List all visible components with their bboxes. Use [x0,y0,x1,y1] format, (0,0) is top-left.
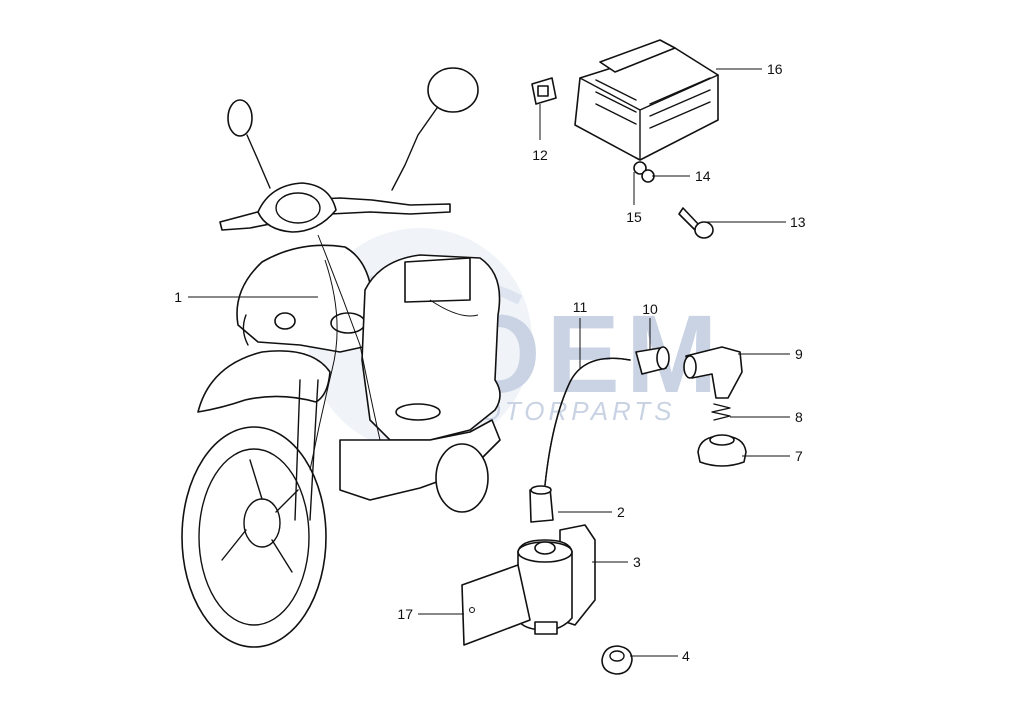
callout-15: 15 [626,209,642,225]
terminal-part-2 [529,485,554,523]
callout-labels: 1 2 3 4 7 8 9 10 11 12 13 14 15 16 17 [174,61,806,664]
callout-10: 10 [642,301,658,317]
callout-12: 12 [532,147,548,163]
connector-part-12 [531,77,557,105]
scooter-frame-drawing [181,67,501,648]
cap-part-4 [601,645,633,675]
callout-9: 9 [795,346,803,362]
callout-1: 1 [174,289,182,305]
callout-13: 13 [790,214,806,230]
voltage-regulator-part-16 [574,39,719,175]
ignition-coil-part-3 [517,524,596,635]
callout-3: 3 [633,554,641,570]
callout-8: 8 [795,409,803,425]
grommet-part-7 [697,434,747,467]
callout-4: 4 [682,648,690,664]
callout-7: 7 [795,448,803,464]
callout-17: 17 [397,606,413,622]
bolt-part-13 [678,207,714,239]
callout-16: 16 [767,61,783,77]
rubber-cap-part-10 [635,346,670,375]
callout-2: 2 [617,504,625,520]
spark-plug-cap-part-9 [683,346,743,399]
bracket-part-17 [461,564,531,646]
spring-part-8 [711,403,731,421]
ht-lead-part-11 [544,357,631,486]
callout-14: 14 [695,168,711,184]
callout-11: 11 [573,299,588,315]
leader-lines [188,68,790,657]
